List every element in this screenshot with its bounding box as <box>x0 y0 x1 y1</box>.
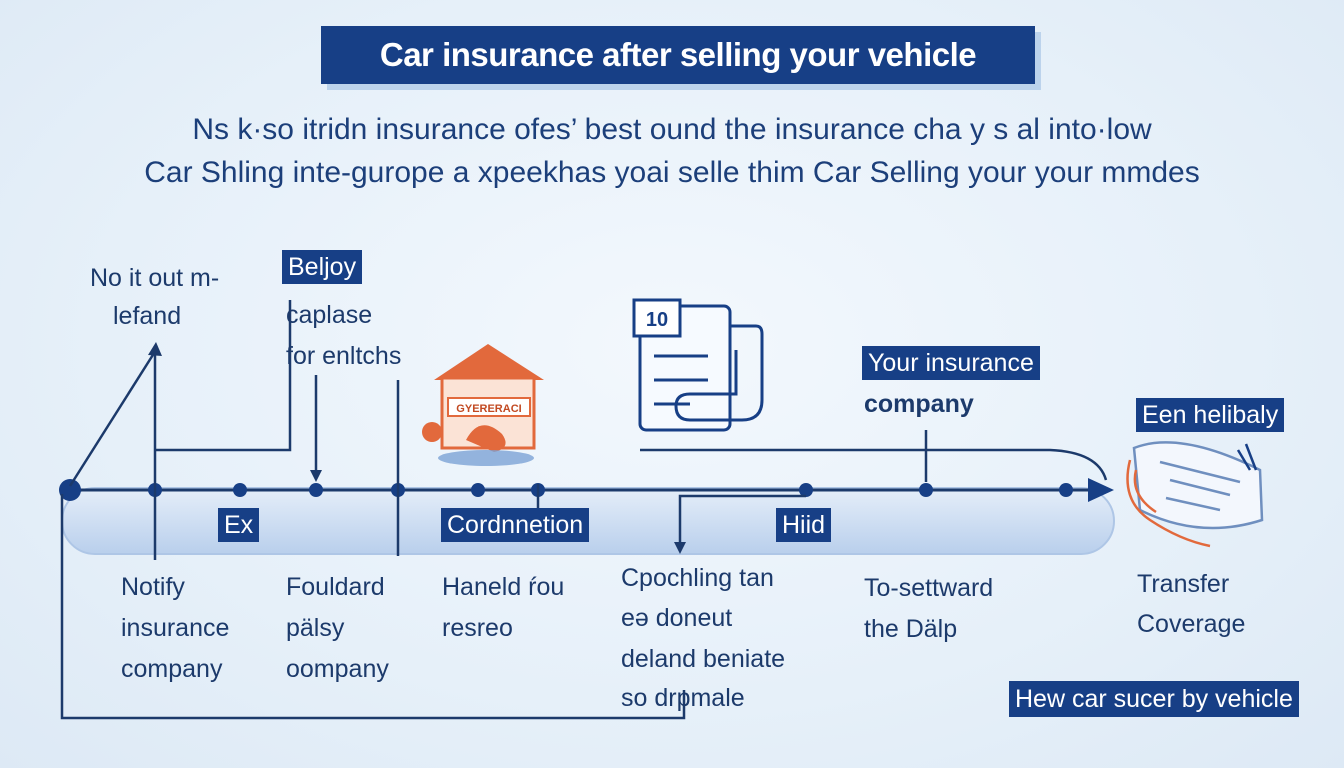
title-banner: Car insurance after selling your vehicle <box>321 26 1035 84</box>
document-number: 10 <box>646 309 668 331</box>
label-insurance: insurance <box>121 614 230 642</box>
box-hiid: Hiid <box>776 508 832 542</box>
subtitle-line-1: Ns k·so itridn insurance ofes’ best ound… <box>192 113 1152 146</box>
box-beljoy: Beljoy <box>282 250 363 284</box>
label-for-enltchs: for enltchs <box>286 342 402 370</box>
label-oompany: oompany <box>286 655 389 683</box>
label-resreo: resreo <box>442 614 513 642</box>
hand-sketch-icon <box>1126 441 1264 548</box>
label-to-settward: To-settward <box>864 574 994 602</box>
footer-box: Hew car sucer by vehicle <box>1009 681 1299 717</box>
box-ex: Ex <box>218 508 260 542</box>
label-drpmale: so drpmale <box>621 684 745 712</box>
timeline-node <box>919 483 933 497</box>
timeline-arrowhead <box>1088 478 1114 502</box>
label-lefand: lefand <box>113 302 182 330</box>
label-the-dalp: the Dälp <box>864 615 958 643</box>
timeline-start-node <box>59 479 81 501</box>
timeline-node <box>233 483 247 497</box>
connectors <box>60 300 1108 720</box>
label-cpochling: Cpochling tan <box>621 564 774 592</box>
page-title: Car insurance after selling your vehicle <box>379 36 977 73</box>
box-cordnnetion: Cordnnetion <box>441 508 590 542</box>
house-sign-text: GYERERACI <box>456 403 521 415</box>
label-caplase: caplase <box>286 301 373 329</box>
timeline-node <box>799 483 813 497</box>
label-palsy: pälsy <box>286 614 345 642</box>
label-haneld: Haneld ŕou <box>442 573 565 601</box>
timeline-node <box>309 483 323 497</box>
label-company: company <box>864 390 974 418</box>
label-doneut: eə doneut <box>621 604 733 632</box>
label-no-it-out: No it out m- <box>90 264 220 292</box>
label-fouldard: Fouldard <box>286 573 385 601</box>
subtitle-line-2: Car Shling inte-gurope a xpeekhas yoai s… <box>144 156 1200 189</box>
label-company-1: company <box>121 655 223 683</box>
label-deland: deland beniate <box>621 645 786 673</box>
box-een-helibaly: Een helibaly <box>1136 398 1285 432</box>
house-icon <box>422 344 544 466</box>
document-icon <box>632 298 764 432</box>
box-your-insurance: Your insurance <box>862 346 1040 380</box>
label-notify: Notify <box>121 573 185 601</box>
timeline-node <box>471 483 485 497</box>
label-coverage: Coverage <box>1137 610 1246 638</box>
timeline-node <box>1059 483 1073 497</box>
label-transfer: Transfer <box>1137 570 1230 598</box>
